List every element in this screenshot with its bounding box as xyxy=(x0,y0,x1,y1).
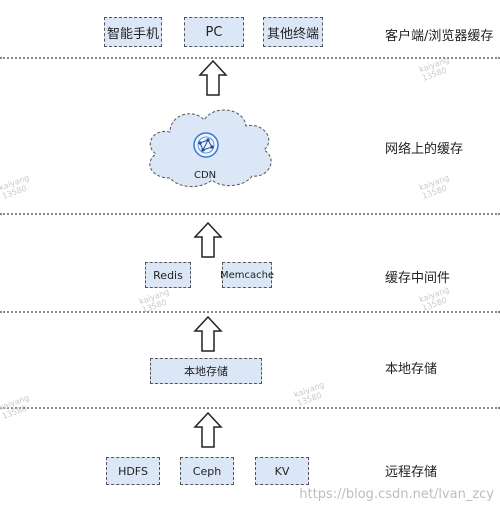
box-other-terminals: 其他终端 xyxy=(263,17,323,47)
layer-label-remote: 远程存储 xyxy=(385,465,438,480)
up-arrow-3 xyxy=(193,316,223,352)
layer-label-middleware: 缓存中间件 xyxy=(385,271,451,286)
separator-2 xyxy=(0,213,500,215)
separator-3 xyxy=(0,311,500,313)
source-url: https://blog.csdn.net/lvan_zcy xyxy=(299,487,494,502)
box-smartphone: 智能手机 xyxy=(104,17,162,47)
up-arrow-2 xyxy=(193,222,223,258)
box-hdfs: HDFS xyxy=(106,457,160,485)
box-pc: PC xyxy=(184,17,244,47)
box-local-storage: 本地存储 xyxy=(150,358,262,384)
box-memcache: Memcache xyxy=(220,262,274,288)
box-redis: Redis xyxy=(145,262,191,288)
box-ceph: Ceph xyxy=(180,457,234,485)
layer-label-network: 网络上的缓存 xyxy=(385,142,464,157)
layer-label-client: 客户端/浏览器缓存 xyxy=(385,29,494,44)
box-kv: KV xyxy=(255,457,309,485)
separator-1 xyxy=(0,57,500,59)
globe-icon xyxy=(193,132,219,158)
up-arrow-4 xyxy=(193,412,223,448)
cdn-label: CDN xyxy=(194,170,217,181)
up-arrow-1 xyxy=(198,60,228,96)
separator-4 xyxy=(0,407,500,409)
layer-label-local: 本地存储 xyxy=(385,362,438,377)
